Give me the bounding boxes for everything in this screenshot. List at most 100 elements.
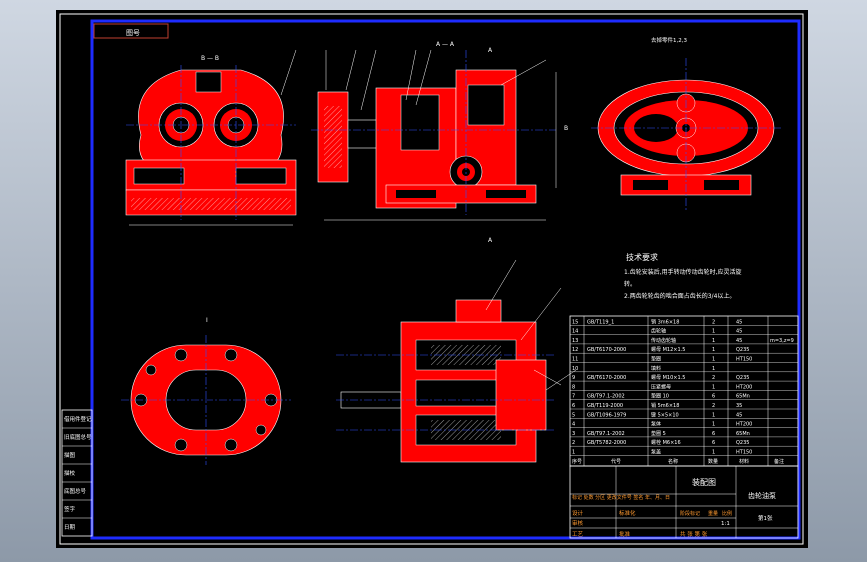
bom-cell-name: 螺母 M10×1.5 [651, 374, 685, 381]
bom-cell-code: GB/T119_1 [587, 319, 614, 325]
view-end-section: B — B [125, 49, 297, 226]
bom-cell-no: 14 [572, 329, 578, 335]
bom-cell-no: 10 [572, 366, 578, 372]
bom-cell-no: 11 [572, 357, 578, 363]
stage-label: 阶段标记 [680, 510, 700, 517]
view-main-section: A — A A A B [311, 41, 568, 244]
bom-cell-code: GB/T97.1-2002 [587, 394, 625, 400]
bom-header: 序号 代号 名称 数量 材料 备注 [572, 458, 784, 465]
bom-cell-note: m=3,z=9 [770, 338, 794, 344]
standard-label: 标准化 [619, 509, 636, 517]
inner-border [90, 19, 801, 540]
bom-cell-no: 2 [572, 440, 575, 446]
bom-cell-code: GB/T6170-2000 [587, 375, 626, 381]
bom-cell-qty: 2 [712, 403, 715, 409]
bom-cell-no: 12 [572, 347, 578, 353]
bom-cell-name: 销 5m6×18 [651, 402, 679, 409]
bom-cell-qty: 1 [712, 412, 715, 418]
bom-cell-name: 销 3m6×18 [651, 318, 679, 325]
assembly-drawing: 图号 借用件登记 旧底图总号 描图 描校 底图总号 签字 日期 B — B [59, 13, 804, 545]
view-note: 去掉零件1,2,3 [651, 36, 687, 44]
tech-line: 2.两齿轮轮齿的啮合面占齿长的3/4以上。 [624, 292, 735, 300]
svg-text:代号: 代号 [611, 458, 621, 465]
bom-cell-mat: Q235 [736, 347, 749, 353]
bom-cell-no: 5 [572, 412, 575, 418]
bom-cell-mat: HT200 [736, 384, 752, 390]
tech-line: 转。 [624, 280, 636, 288]
bom-cell-mat: 45 [736, 319, 742, 325]
svg-text:材料: 材料 [739, 458, 749, 465]
outer-frame [59, 13, 804, 545]
strip-cell: 日期 [64, 524, 76, 531]
drawing-number-label: 图号 [126, 29, 140, 37]
scale-value: 1:1 [721, 521, 730, 527]
bom-cell-code: GB/T97.1-2002 [587, 431, 625, 437]
bom-cell-name: 传动齿轮轴 [651, 337, 676, 344]
bom-cell-qty: 1 [712, 450, 715, 456]
designer-label: 设计 [572, 509, 584, 517]
bom-cell-mat: 45 [736, 412, 742, 418]
bom-cell-qty: 6 [712, 394, 715, 400]
svg-text:序号: 序号 [572, 458, 582, 465]
bom-cell-no: 8 [572, 384, 575, 390]
strip-cell: 借用件登记 [64, 415, 92, 423]
bom-cell-name: 键 5×5×10 [651, 411, 679, 418]
bom-cell-mat: 45 [736, 329, 742, 335]
bom-cell-qty: 6 [712, 431, 715, 437]
bom-cell-mat: 65Mn [736, 431, 750, 437]
bom-cell-name: 螺栓 M6×16 [651, 439, 681, 446]
sheet-count: 共 张 第 张 [680, 530, 708, 538]
bom-cell-qty: 1 [712, 338, 715, 344]
drawing-name: 装配图 [692, 477, 716, 487]
bom-cell-qty: 1 [712, 357, 715, 363]
bom-cell-code: GB/T119-2000 [587, 403, 623, 409]
cut-mark-a-bottom: A [488, 237, 493, 244]
bom-cell-no: 4 [572, 422, 575, 428]
product-name: 齿轮油泵 [748, 491, 776, 500]
bom-cell-mat: HT150 [736, 450, 752, 456]
bom-cell-qty: 2 [712, 375, 715, 381]
bom-cell-qty: 1 [712, 329, 715, 335]
technical-requirements: 技术要求 1.齿轮安装后,用手转动传动齿轮时,应灵活旋 转。 2.两齿轮轮齿的啮… [624, 252, 742, 300]
svg-text:名称: 名称 [668, 458, 678, 465]
bom-cell-no: 9 [572, 375, 575, 381]
cut-mark-a-top: A [488, 47, 493, 54]
bom-cell-mat: Q235 [736, 375, 749, 381]
review-label: 审核 [572, 519, 584, 527]
bom-cell-name: 螺母 M12×1.5 [651, 346, 685, 353]
bom-cell-mat: HT150 [736, 357, 752, 363]
drawing-sheet: 图号 借用件登记 旧底图总号 描图 描校 底图总号 签字 日期 B — B [56, 10, 808, 548]
bom-cell-mat: Q235 [736, 440, 749, 446]
bom-cell-no: 3 [572, 431, 575, 437]
svg-text:备注: 备注 [774, 458, 784, 465]
bom-cell-mat: HT200 [736, 422, 752, 428]
section-label-bb: B — B [201, 55, 219, 62]
ratio-label: 比例 [722, 510, 732, 517]
tech-heading: 技术要求 [626, 252, 658, 262]
bom-cell-qty: 2 [712, 319, 715, 325]
bom-cell-name: 垫圈 10 [651, 393, 669, 400]
bom-cell-no: 7 [572, 394, 575, 400]
drawing-number-box [93, 23, 169, 39]
cut-mark-b: B [564, 125, 568, 132]
bom-cell-name: 泵体 [651, 421, 661, 428]
bom-cell-mat: 35 [736, 403, 742, 409]
svg-text:数量: 数量 [708, 458, 718, 465]
view-cover: I [121, 317, 291, 465]
bom-cell-no: 13 [572, 338, 578, 344]
bom-cell-code: GB/T6170-2000 [587, 347, 626, 353]
bom-cell-code: GB/T1096-1979 [587, 412, 626, 418]
bom-cell-no: 6 [572, 403, 575, 409]
sheet-number: 第1张 [758, 514, 773, 522]
tech-line: 1.齿轮安装后,用手转动传动齿轮时,应灵活旋 [624, 268, 742, 276]
bom-cell-qty: 6 [712, 440, 715, 446]
bom-cell-mat: 45 [736, 338, 742, 344]
view-side-section [336, 259, 577, 463]
strip-cell: 描图 [64, 451, 76, 459]
strip-cell: 旧底图总号 [64, 433, 92, 441]
bom-cell-no: 1 [572, 450, 575, 456]
approve-label: 批准 [619, 530, 631, 538]
bom-cell-qty: 1 [712, 347, 715, 353]
bom-cell-qty: 1 [712, 366, 715, 372]
